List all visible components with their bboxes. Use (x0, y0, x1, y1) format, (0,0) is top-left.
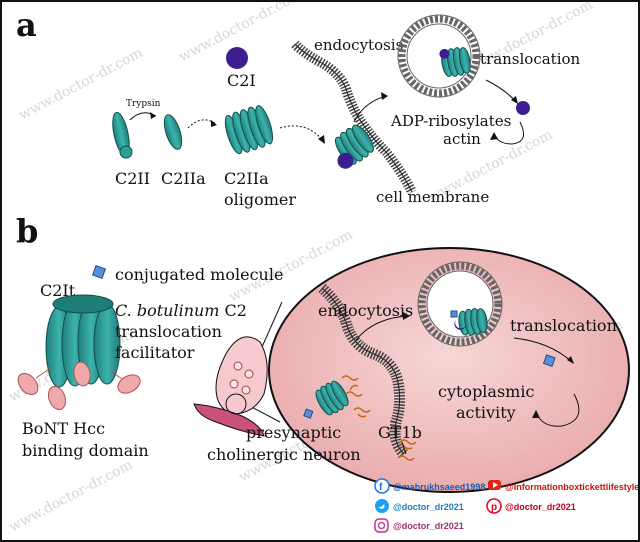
translocation-arrow-a (485, 79, 517, 103)
endocytosis-arrow-b (355, 315, 409, 341)
translocation-label-b: translocation (510, 316, 617, 335)
membrane-edge (321, 287, 405, 455)
arrowhead (490, 132, 498, 140)
gt1b-label: GT1b (378, 423, 422, 442)
pinterest-link[interactable]: p @doctor_dr2021 (486, 498, 576, 514)
membrane-edge (294, 43, 413, 193)
c2iia-oligomer-label-1: C2IIa (224, 169, 269, 188)
c2iia-label: C2IIa (161, 169, 206, 188)
arrowhead (532, 410, 540, 418)
social-footer: f @mahrukhsaeed1998 @Informationboxticke… (374, 478, 638, 533)
watermark: www.doctor-dr.com (16, 45, 145, 124)
presynaptic-label-2: cholinergic neuron (207, 445, 361, 464)
c2iia-oligomer (224, 105, 274, 155)
translocation-label-a: translocation (480, 50, 581, 68)
instagram-lens-glyph (377, 521, 386, 530)
activity-cycle-arrow (535, 393, 580, 427)
c2i-protein (226, 47, 248, 69)
target-cell (268, 247, 630, 493)
arrowhead (381, 92, 388, 100)
c2iia-monomer (163, 114, 183, 150)
twitter-link[interactable]: @doctor_dr2021 (375, 499, 464, 513)
endosome-b (417, 261, 503, 347)
arrowhead (511, 96, 518, 104)
gt1b-pointer (401, 441, 407, 455)
conjugated-molecule-label: conjugated molecule (115, 265, 283, 284)
twitter-icon (375, 499, 389, 513)
arrowhead (150, 112, 156, 119)
facebook-glyph: f (379, 482, 383, 493)
membrane-pore-complex-b (315, 380, 349, 421)
c2it-label: C2It (40, 281, 76, 300)
cbot-italic: C. botulinum (115, 301, 219, 320)
presynaptic-neuron (193, 336, 268, 437)
bont-hcc-domains (17, 361, 141, 411)
youtube-link[interactable]: @Informationboxtickettlifestyle (488, 480, 638, 492)
twitter-bird-glyph (378, 504, 385, 509)
cell-membrane-label: cell membrane (376, 188, 489, 206)
translocation-facilitator-label-1: translocation (115, 322, 222, 341)
adp-label-2: actin (443, 130, 481, 148)
twitter-handle: @doctor_dr2021 (393, 502, 464, 512)
endocytosis-label-a: endocytosis (314, 36, 403, 54)
bont-label-2: binding domain (22, 441, 149, 460)
pinterest-icon (486, 498, 502, 514)
conjugated-molecule-cube (91, 264, 107, 280)
arrowhead (567, 356, 574, 364)
panel-label-b: b (16, 212, 38, 250)
pinterest-glyph: p (491, 502, 497, 513)
arrowhead (211, 120, 217, 127)
cytoplasmic-label-1: cytoplasmic (438, 382, 534, 401)
youtube-play-glyph (493, 482, 498, 488)
c2ii-label: C2II (115, 169, 150, 188)
presynaptic-label-1: presynaptic (246, 423, 341, 442)
translocation-arrow-b (513, 337, 573, 363)
youtube-handle: @Informationboxtickettlifestyle (505, 482, 638, 492)
conjugated-molecule-cube (450, 310, 458, 318)
c2iia-oligomer-label-2: oligomer (224, 190, 296, 209)
watermark: www.doctor-dr.com (6, 457, 135, 536)
adp-label-1: ADP-ribosylates (390, 112, 511, 130)
endocytosis-label-b: endocytosis (318, 301, 413, 320)
binding-arrow (279, 125, 325, 143)
c2i-cytosolic (516, 101, 530, 115)
conjugated-molecule-cube (542, 354, 556, 368)
zoom-line (261, 301, 283, 348)
conjugated-molecule-cube (303, 408, 314, 419)
gt1b-gangliosides (341, 375, 417, 461)
trypsin-label: Trypsin (126, 99, 161, 109)
instagram-handle: @doctor_dr2021 (393, 521, 464, 531)
cytoplasmic-label-2: activity (456, 403, 516, 422)
cbot-label: C. botulinum C2 (115, 301, 247, 320)
facebook-icon (374, 478, 390, 494)
arrowhead (318, 135, 325, 144)
arrowhead (403, 312, 410, 320)
membrane-pore-complex-a (334, 124, 374, 169)
instagram-icon (374, 518, 389, 533)
cbot-rest: C2 (219, 301, 247, 320)
instagram-link[interactable]: @doctor_dr2021 (374, 518, 464, 533)
endosome-pore-complex-b (454, 308, 488, 336)
endosome-pore-complex-a (439, 47, 471, 77)
bont-label-1: BoNT Hcc (22, 419, 105, 438)
facebook-handle: @mahrukhsaeed1998 (393, 482, 485, 492)
c2i-label: C2I (227, 71, 256, 90)
c2ii-monomer (112, 111, 133, 159)
translocation-facilitator-label-2: facilitator (115, 343, 195, 362)
pinterest-handle: @doctor_dr2021 (505, 502, 576, 512)
facebook-link[interactable]: f @mahrukhsaeed1998 (374, 478, 485, 494)
panel-label-a: a (16, 6, 37, 44)
